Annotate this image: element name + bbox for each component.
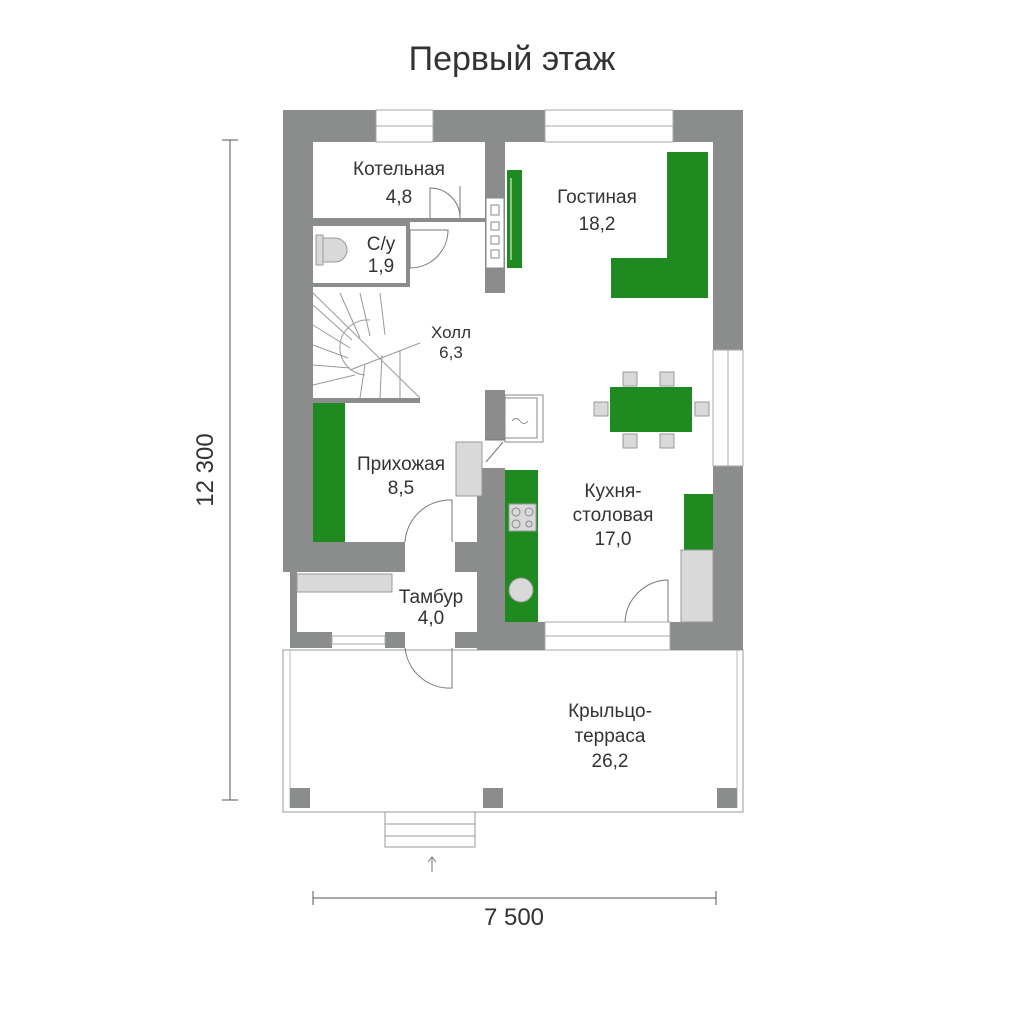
ventilation-shaft: [485, 197, 505, 269]
toilet: [322, 237, 348, 263]
room-area: 4,0: [418, 608, 444, 629]
fridge: [680, 549, 714, 623]
room-area: 6,3: [439, 343, 463, 362]
room-name: Прихожая: [357, 454, 445, 475]
post: [483, 788, 503, 808]
chair: [622, 433, 638, 449]
dimension-width-label: 7 500: [484, 904, 544, 931]
room-area: 8,5: [388, 478, 414, 499]
entrance-arrow-icon: [427, 856, 437, 872]
corner-sofa: [611, 152, 708, 298]
room-area: 18,2: [579, 214, 616, 235]
terrace-outline: [282, 649, 744, 813]
hob-burners: [511, 507, 534, 529]
wardrobe: [313, 403, 345, 542]
chair: [694, 401, 710, 417]
windows: [331, 109, 744, 651]
room-name-2: терраса: [575, 726, 646, 747]
toilet-tank: [315, 234, 324, 266]
room-name: С/у: [367, 234, 396, 255]
post: [290, 788, 310, 808]
room-name: Кухня-: [584, 481, 641, 502]
dining-table: [610, 387, 692, 432]
room-name: Холл: [431, 323, 471, 342]
room-name: Крыльцо-: [568, 701, 652, 722]
chair: [593, 401, 609, 417]
fixtures: [296, 234, 714, 623]
room-area: 4,8: [386, 187, 412, 208]
sink: [508, 577, 534, 603]
post: [717, 788, 737, 808]
room-name: Гостиная: [557, 187, 637, 208]
staircase: [312, 292, 421, 399]
tv-unit: [507, 170, 522, 268]
dimension-width: [312, 891, 717, 905]
bench: [455, 441, 483, 497]
fireplace: [504, 394, 544, 443]
plan-title: Первый этаж: [409, 40, 616, 78]
chair: [622, 371, 638, 387]
dimension-height-label: 12 300: [192, 433, 219, 506]
room-area: 17,0: [595, 529, 632, 550]
room-area: 26,2: [592, 751, 629, 772]
doors: [404, 186, 669, 689]
room-name-2: столовая: [573, 505, 654, 526]
chair: [659, 371, 675, 387]
dimension-height: [222, 139, 238, 801]
kitchen-cabinet: [684, 494, 713, 550]
chair: [659, 433, 675, 449]
entrance-steps: [384, 811, 476, 848]
shoe-rack: [296, 573, 393, 593]
room-area: 1,9: [368, 256, 394, 277]
room-name: Котельная: [353, 159, 445, 180]
room-name: Тамбур: [399, 587, 464, 608]
